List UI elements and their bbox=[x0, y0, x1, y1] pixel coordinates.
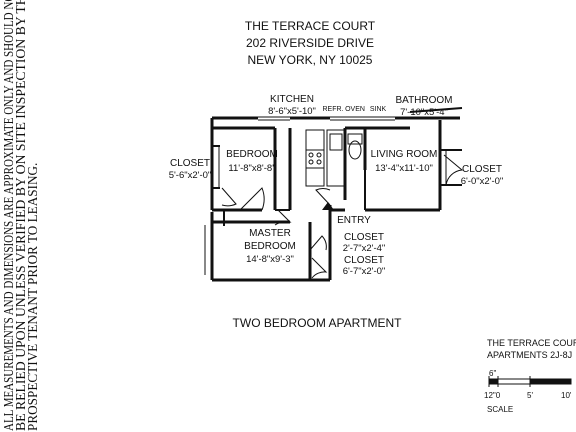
master-bedroom-dims: 14'-8"x9'-3" bbox=[246, 254, 294, 265]
disclaimer-line-2: BE RELIED UPON UNLESS VERIFIED BY ON SIT… bbox=[13, 0, 28, 431]
closet-right-dims: 6'-0"x2'-0" bbox=[461, 176, 504, 187]
scale-tick-start: 12"0 bbox=[484, 391, 501, 400]
closet-entry-2-dims: 6'-7"x2'-0" bbox=[343, 266, 386, 277]
bedroom-dims: 11'-8"x8'-8" bbox=[228, 163, 275, 174]
bedroom-label: BEDROOM bbox=[226, 149, 278, 160]
legend-line-2: APARTMENTS 2J-8J bbox=[487, 350, 572, 360]
closet-entry-1-dims: 2'-7"x2'-4" bbox=[343, 243, 386, 254]
scale-small-label: 6" bbox=[489, 369, 496, 378]
kitchen-label: KITCHEN bbox=[270, 94, 314, 105]
scale-tick-end: 10' bbox=[561, 391, 572, 400]
room-labels: KITCHEN 8'-6"x5'-10" BATHROOM 7'-10"x5'-… bbox=[169, 94, 504, 277]
refr-label: REFR. bbox=[323, 106, 344, 113]
scale-bar bbox=[488, 376, 572, 387]
scale-label: SCALE bbox=[487, 405, 513, 414]
bathroom-label: BATHROOM bbox=[395, 95, 452, 106]
living-room-label: LIVING ROOM bbox=[371, 149, 438, 160]
door-swings bbox=[221, 154, 464, 279]
building-city: NEW YORK, NY 10025 bbox=[248, 53, 373, 67]
scale-tick-mid: 5' bbox=[527, 391, 533, 400]
legend: THE TERRACE COURT APARTMENTS 2J-8J 6" 12… bbox=[484, 338, 576, 414]
entry-marker-icon bbox=[322, 202, 334, 210]
disclaimer-line-1: ALL MEASUREMENTS AND DIMENSIONS ARE APPR… bbox=[1, 0, 16, 431]
disclaimer: ALL MEASUREMENTS AND DIMENSIONS ARE APPR… bbox=[1, 0, 40, 431]
master-bedroom-label-2: BEDROOM bbox=[244, 241, 296, 252]
closet-entry-1-label: CLOSET bbox=[344, 232, 384, 243]
bathroom-dims: 7'-10"x5'-4" bbox=[400, 107, 448, 118]
oven-label: OVEN bbox=[345, 106, 365, 113]
plan-walls bbox=[204, 107, 463, 282]
legend-line-1: THE TERRACE COURT bbox=[487, 338, 576, 348]
living-room-dims: 13'-4"x11'-10" bbox=[375, 163, 433, 174]
closet-left-label: CLOSET bbox=[170, 158, 210, 169]
entry-label: ENTRY bbox=[337, 215, 371, 226]
building-street: 202 RIVERSIDE DRIVE bbox=[246, 36, 374, 50]
building-header: THE TERRACE COURT 202 RIVERSIDE DRIVE NE… bbox=[245, 19, 376, 67]
building-name: THE TERRACE COURT bbox=[245, 19, 376, 33]
closet-entry-2-label: CLOSET bbox=[344, 255, 384, 266]
kitchen-dims: 8'-6"x5'-10" bbox=[268, 106, 316, 117]
sink-label: SINK bbox=[370, 106, 387, 113]
closet-right-label: CLOSET bbox=[462, 164, 502, 175]
disclaimer-line-3: PROSPECTIVE TENANT PRIOR TO LEASING. bbox=[25, 163, 40, 431]
closet-left-dims: 5'-6"x2'-0" bbox=[169, 170, 212, 181]
plan-title: TWO BEDROOM APARTMENT bbox=[233, 316, 403, 330]
master-bedroom-label-1: MASTER bbox=[249, 228, 291, 239]
